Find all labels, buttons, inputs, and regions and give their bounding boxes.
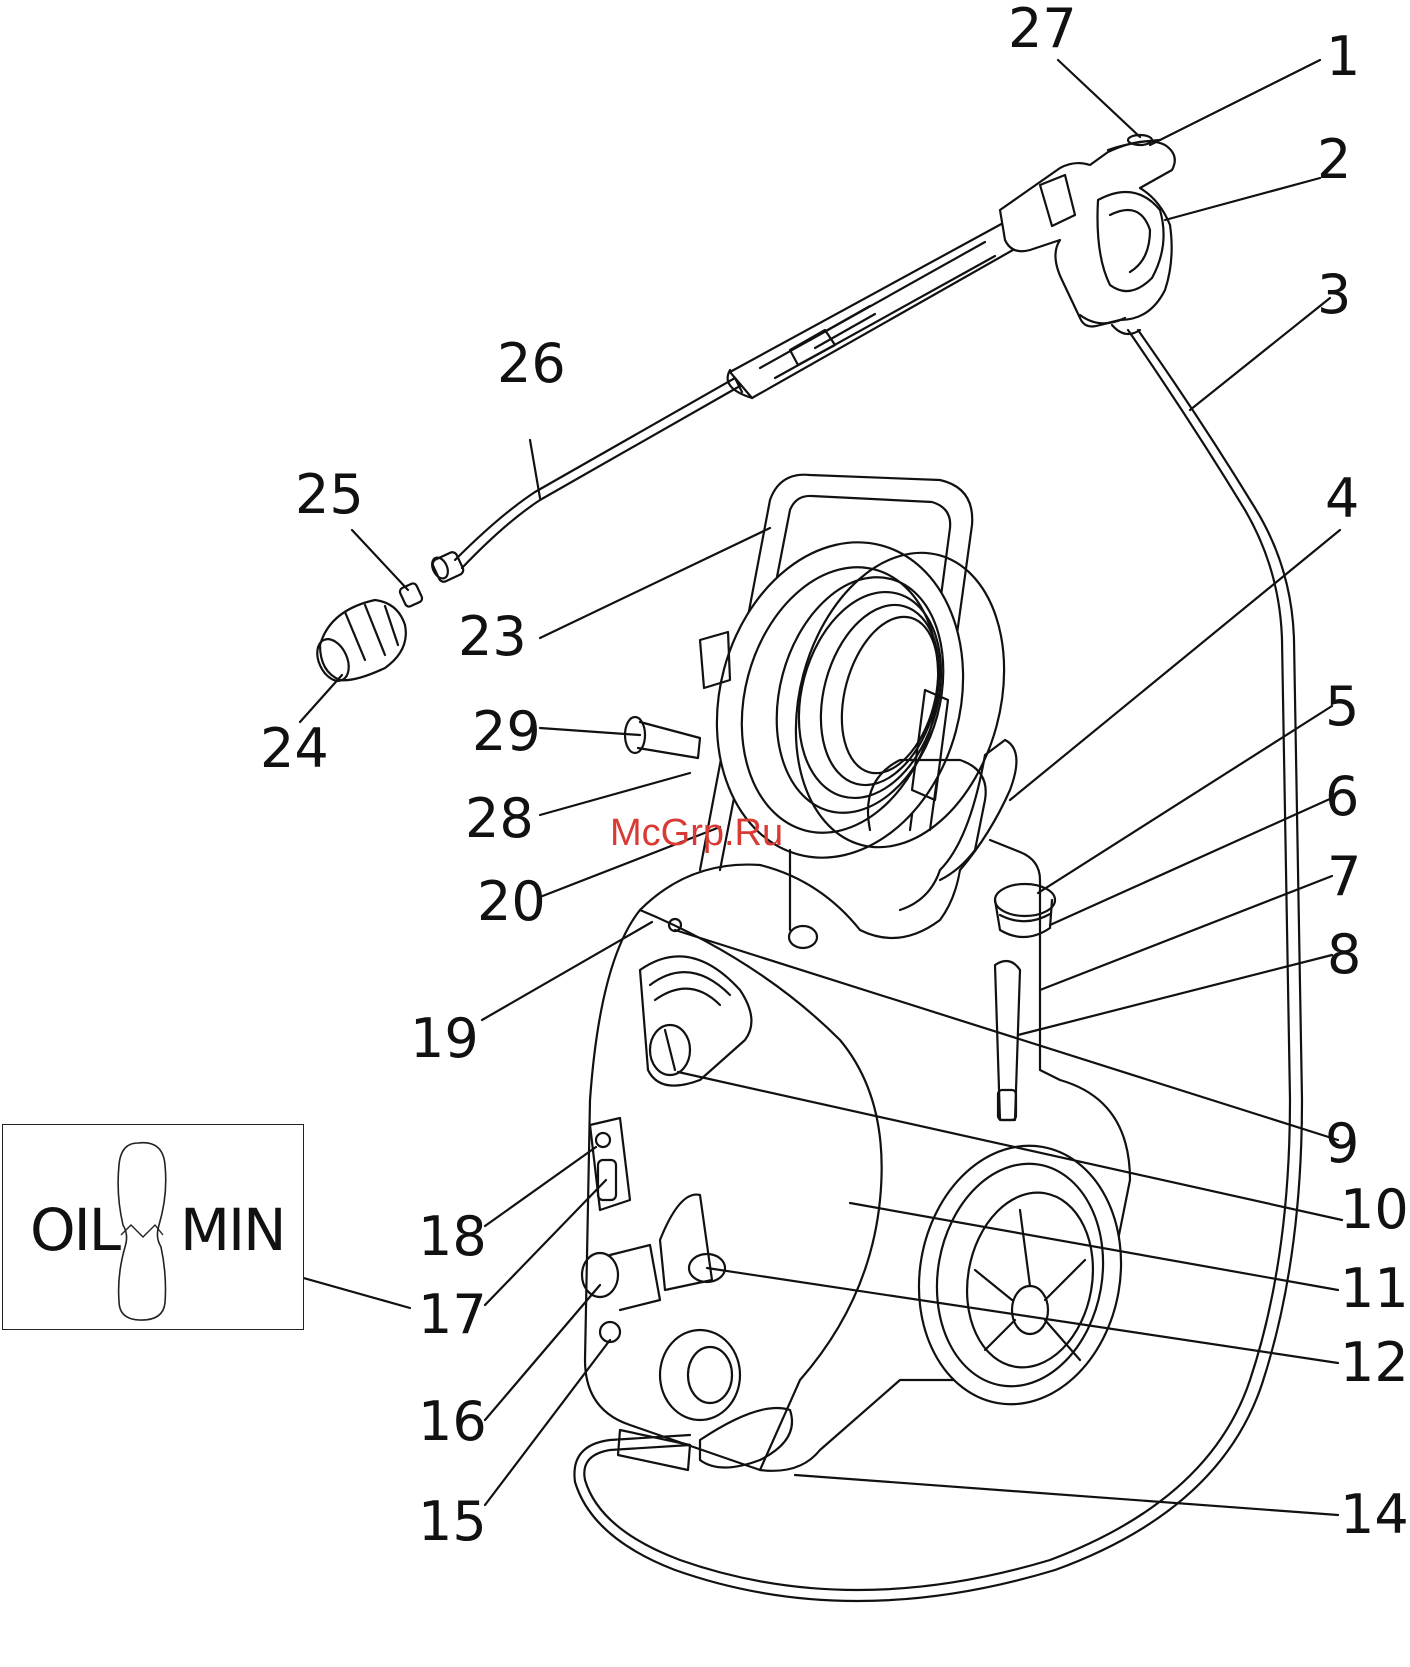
label-19: 19 xyxy=(410,1012,479,1066)
label-12: 12 xyxy=(1340,1336,1409,1390)
nozzle-cap xyxy=(311,551,465,686)
label-25: 25 xyxy=(295,468,364,522)
label-23: 23 xyxy=(458,610,527,664)
dipstick xyxy=(995,961,1020,1120)
label-1: 1 xyxy=(1326,30,1360,84)
label-7: 7 xyxy=(1327,850,1361,904)
label-10: 10 xyxy=(1340,1183,1409,1237)
oil-cap xyxy=(995,884,1055,937)
label-24: 24 xyxy=(260,722,329,776)
label-27: 27 xyxy=(1008,2,1077,56)
label-9: 9 xyxy=(1325,1117,1359,1171)
label-26: 26 xyxy=(497,337,566,391)
label-16: 16 xyxy=(418,1395,487,1449)
label-8: 8 xyxy=(1327,928,1361,982)
watermark: McGrp.Ru xyxy=(610,812,783,855)
label-11: 11 xyxy=(1340,1262,1409,1316)
min-label: MIN xyxy=(180,1196,285,1264)
wheel xyxy=(899,1130,1141,1421)
label-5: 5 xyxy=(1325,680,1359,734)
oil-level-inset: OIL MIN xyxy=(2,1124,304,1330)
oil-label: OIL xyxy=(30,1196,119,1264)
label-2: 2 xyxy=(1317,133,1351,187)
label-15: 15 xyxy=(418,1495,487,1549)
label-6: 6 xyxy=(1325,770,1359,824)
label-3: 3 xyxy=(1317,268,1351,322)
pressure-control xyxy=(640,956,751,1085)
label-18: 18 xyxy=(418,1210,487,1264)
label-4: 4 xyxy=(1325,472,1359,526)
label-20: 20 xyxy=(477,875,546,929)
label-28: 28 xyxy=(465,792,534,846)
label-29: 29 xyxy=(472,705,541,759)
label-14: 14 xyxy=(1340,1488,1409,1542)
label-17: 17 xyxy=(418,1288,487,1342)
reel-crank xyxy=(625,632,730,758)
spray-gun xyxy=(1000,135,1175,334)
foot-tray xyxy=(618,1408,792,1470)
